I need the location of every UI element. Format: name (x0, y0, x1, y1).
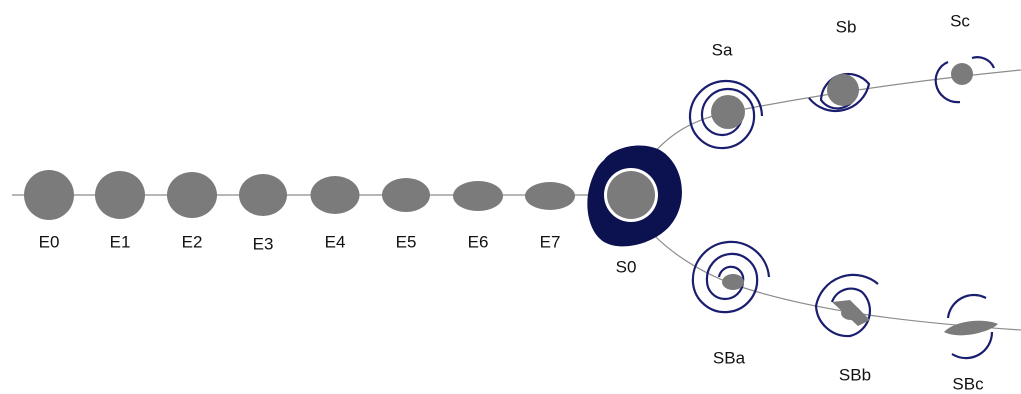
label-e0: E0 (38, 232, 60, 252)
galaxy-e4 (310, 176, 360, 214)
galaxy-e5 (382, 178, 430, 212)
label-e2: E2 (181, 232, 203, 252)
galaxy-sba (691, 240, 771, 314)
label-s0: S0 (615, 257, 637, 277)
label-sa: Sa (711, 40, 733, 60)
galaxy-sbc (944, 293, 998, 360)
barred-spiral-track-line (627, 204, 1021, 331)
label-sbb: SBb (838, 365, 872, 385)
label-e5: E5 (395, 232, 417, 252)
label-e1: E1 (109, 232, 131, 252)
galaxy-sbb (814, 273, 879, 338)
galaxy-s0 (587, 145, 682, 247)
label-sbc: SBc (952, 374, 984, 394)
label-sb: Sb (835, 17, 857, 37)
label-e6: E6 (467, 232, 489, 252)
galaxy-sc (934, 56, 996, 104)
label-sba: SBa (712, 348, 746, 368)
label-e4: E4 (324, 232, 346, 252)
elliptical-galaxies (24, 170, 575, 220)
galaxy-e7 (525, 182, 575, 210)
label-e3: E3 (252, 234, 274, 254)
galaxy-e3 (239, 174, 287, 216)
spiral-track-line (627, 69, 1021, 191)
galaxy-e2 (167, 172, 217, 218)
label-e7: E7 (539, 232, 561, 252)
galaxy-sa (688, 79, 764, 150)
galaxy-e0 (24, 170, 74, 220)
galaxy-sb (808, 72, 871, 113)
label-sc: Sc (950, 11, 970, 31)
galaxy-e6 (453, 181, 503, 211)
galaxy-e1 (95, 171, 145, 219)
